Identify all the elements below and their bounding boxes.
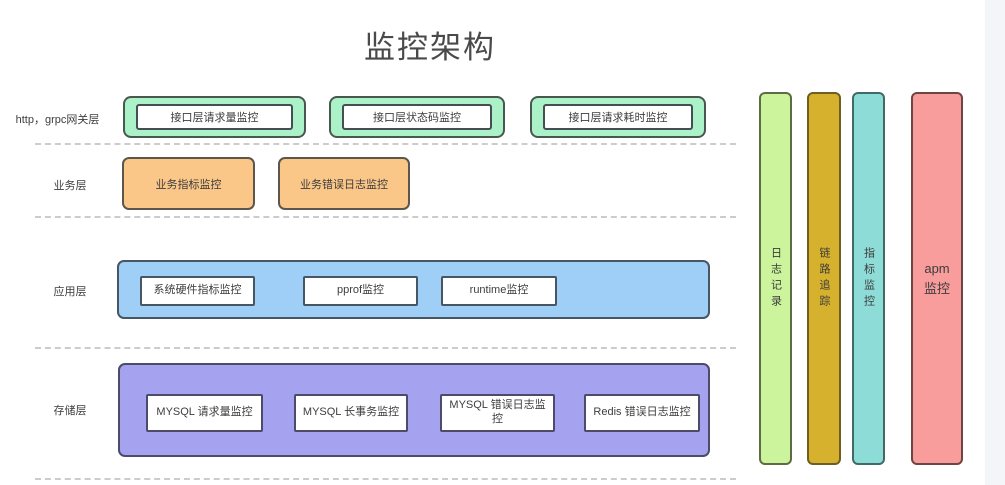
node-business-metrics: 业务指标监控 bbox=[122, 157, 255, 210]
node-system-hardware-metrics: 系统硬件指标监控 bbox=[140, 276, 255, 306]
node-gateway-status-code: 接口层状态码监控 bbox=[329, 96, 505, 138]
sidebar-metrics-label: 指标监控 bbox=[862, 246, 875, 311]
storage-layer-container: MYSQL 请求量监控 MYSQL 长事务监控 MYSQL 错误日志监控 Red… bbox=[118, 363, 710, 457]
sidebar-metrics: 指标监控 bbox=[852, 92, 885, 465]
node-redis-error-log: Redis 错误日志监控 bbox=[584, 394, 700, 432]
sidebar-tracing-label: 链路追踪 bbox=[818, 246, 830, 311]
layer-label-application: 应用层 bbox=[53, 286, 87, 298]
sidebar-logging: 日志记录 bbox=[759, 92, 792, 465]
layer-separator bbox=[35, 347, 736, 349]
node-runtime: runtime监控 bbox=[441, 276, 557, 306]
node-label: 接口层请求量监控 bbox=[136, 104, 293, 130]
node-gateway-latency: 接口层请求耗时监控 bbox=[530, 96, 706, 138]
layer-label-gateway: http，grpc网关层 bbox=[15, 114, 100, 126]
sidebar-tracing: 链路追踪 bbox=[807, 92, 841, 465]
layer-separator bbox=[35, 143, 736, 145]
node-label: 接口层请求耗时监控 bbox=[543, 104, 693, 130]
node-mysql-error-log: MYSQL 错误日志监控 bbox=[440, 394, 555, 432]
node-label: 接口层状态码监控 bbox=[342, 104, 492, 130]
sidebar-apm-label: apm 监控 bbox=[923, 261, 950, 296]
node-gateway-request-volume: 接口层请求量监控 bbox=[123, 96, 306, 138]
node-business-error-log: 业务错误日志监控 bbox=[278, 157, 410, 210]
sidebar-logging-label: 日志记录 bbox=[769, 246, 782, 311]
layer-separator bbox=[35, 478, 736, 480]
layer-label-business: 业务层 bbox=[53, 180, 87, 192]
node-mysql-long-transaction: MYSQL 长事务监控 bbox=[294, 394, 408, 432]
page-title: 监控架构 bbox=[364, 30, 496, 65]
node-mysql-request-volume: MYSQL 请求量监控 bbox=[146, 394, 263, 432]
layer-label-storage: 存储层 bbox=[53, 405, 87, 417]
layer-separator bbox=[35, 216, 736, 218]
sidebar-apm: apm 监控 bbox=[911, 92, 963, 465]
node-pprof: pprof监控 bbox=[303, 276, 418, 306]
right-gutter bbox=[985, 0, 1005, 485]
application-layer-container: 系统硬件指标监控 pprof监控 runtime监控 bbox=[117, 260, 710, 319]
